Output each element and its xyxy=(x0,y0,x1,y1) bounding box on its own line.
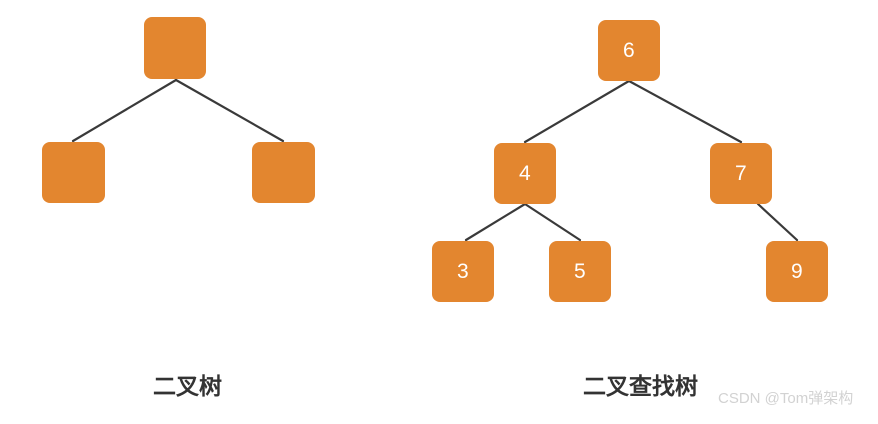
tree-edge xyxy=(523,79,631,144)
diagram-caption: 二叉树 xyxy=(153,373,222,399)
tree-node[interactable]: 7 xyxy=(710,143,772,204)
tree-node[interactable]: 9 xyxy=(766,241,828,302)
tree-node[interactable]: 3 xyxy=(432,241,494,302)
tree-edge xyxy=(627,79,743,144)
tree-node[interactable] xyxy=(42,142,105,203)
tree-node[interactable] xyxy=(144,17,206,79)
tree-node[interactable]: 6 xyxy=(598,20,660,81)
tree-edge xyxy=(71,78,178,143)
tree-edge xyxy=(756,202,799,242)
diagram-caption: 二叉查找树 xyxy=(583,373,698,399)
tree-edge xyxy=(523,202,582,242)
tree-edge xyxy=(174,78,285,143)
tree-node[interactable]: 4 xyxy=(494,143,556,204)
tree-edge xyxy=(464,202,527,242)
watermark-text: CSDN @Tom弹架构 xyxy=(718,390,854,407)
tree-node[interactable]: 5 xyxy=(549,241,611,302)
tree-node[interactable] xyxy=(252,142,315,203)
